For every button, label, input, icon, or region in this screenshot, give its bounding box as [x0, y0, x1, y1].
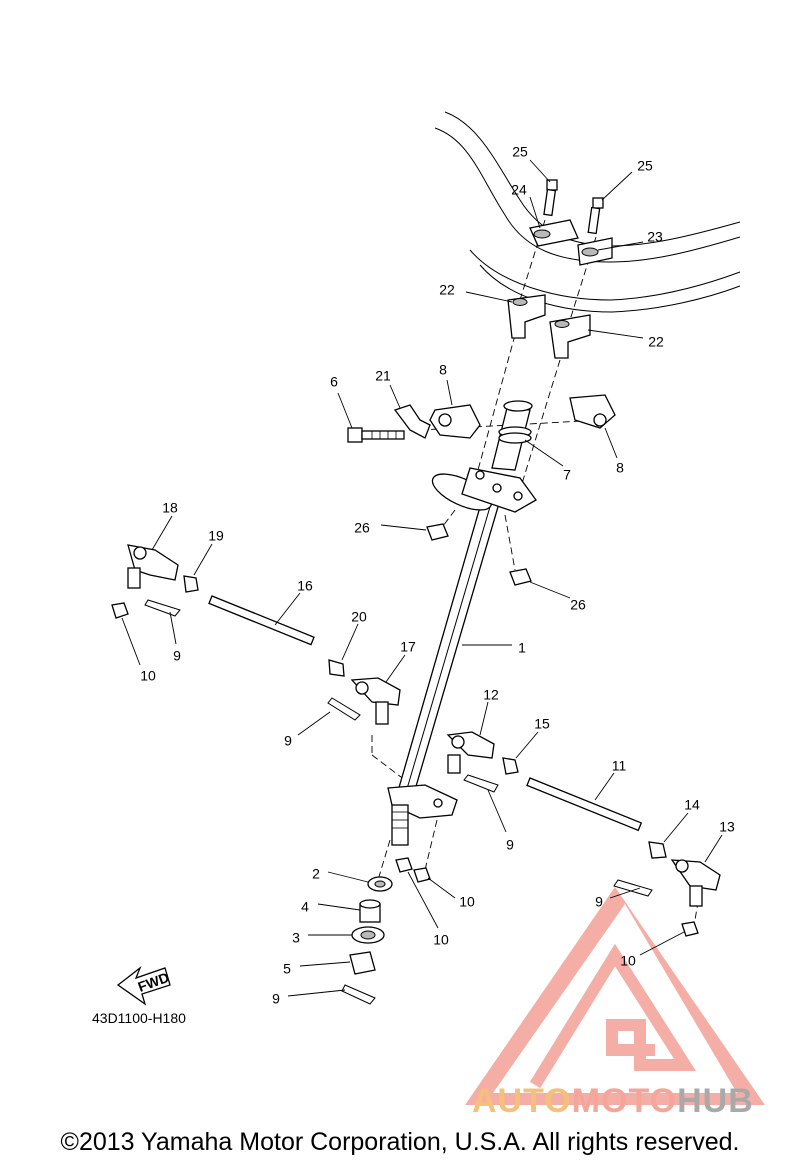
fwd-arrow-icon: FWD	[116, 966, 171, 1006]
leader-lines	[121, 159, 723, 997]
callout-5: 5	[283, 961, 291, 977]
callout-3: 3	[292, 930, 300, 946]
callout-21: 21	[375, 368, 391, 384]
callout-19: 19	[208, 528, 224, 544]
callout-7: 7	[563, 467, 571, 483]
callout-9: 9	[284, 733, 292, 749]
callout-10: 10	[459, 894, 475, 910]
flange-nuts	[426, 523, 532, 586]
callout-4: 4	[301, 899, 309, 915]
left-tie-rod	[111, 544, 345, 677]
right-tie-rod	[446, 731, 721, 937]
handlebar-holders	[507, 219, 613, 359]
callout-6: 6	[330, 374, 338, 390]
lower-hardware	[341, 857, 431, 1005]
shaft-clamps	[429, 394, 616, 439]
callout-1: 1	[518, 640, 526, 656]
callout-12: 12	[483, 687, 499, 703]
callout-26: 26	[354, 520, 370, 536]
shaft-upper	[491, 400, 533, 471]
callout-9: 9	[595, 894, 603, 910]
copyright-notice: ©2013 Yamaha Motor Corporation, U.S.A. A…	[60, 1128, 740, 1156]
callout-10: 10	[140, 668, 156, 684]
callout-17: 17	[400, 639, 416, 655]
callout-18: 18	[162, 500, 178, 516]
callout-10: 10	[433, 932, 449, 948]
callout-8: 8	[439, 362, 447, 378]
callout-26: 26	[570, 597, 586, 613]
callout-22: 22	[439, 282, 455, 298]
callout-15: 15	[534, 716, 550, 732]
callout-11: 11	[612, 758, 627, 774]
brand-auto: AUTO	[472, 1082, 572, 1120]
watermark-brand: AUTOMOTOHUB	[472, 1082, 754, 1121]
pitman-arm	[387, 784, 458, 846]
callout-10: 10	[620, 953, 636, 969]
callout-9: 9	[506, 837, 514, 853]
callout-13: 13	[719, 819, 735, 835]
callout-16: 16	[297, 578, 313, 594]
diagram-code: 43D1100-H180	[92, 1010, 186, 1026]
callout-9: 9	[272, 991, 280, 1007]
fwd-label: FWD	[136, 969, 171, 995]
column-plate	[431, 467, 537, 513]
handlebar	[434, 111, 741, 313]
handlebar-bolts	[543, 179, 604, 235]
brand-hub: HUB	[677, 1082, 754, 1120]
callout-2: 2	[312, 866, 320, 882]
brand-moto: MOTO	[571, 1082, 678, 1120]
watermark-logo	[465, 887, 765, 1105]
clamp-bolt	[347, 404, 431, 443]
callout-25: 25	[637, 158, 653, 174]
callout-24: 24	[511, 182, 527, 198]
callout-22: 22	[648, 334, 664, 350]
callout-14: 14	[684, 797, 700, 813]
tie-rod-end-17	[327, 677, 401, 725]
callout-8: 8	[616, 460, 624, 476]
callout-9: 9	[173, 648, 181, 664]
callout-25: 25	[512, 144, 528, 160]
callout-23: 23	[647, 229, 663, 245]
callout-20: 20	[351, 609, 367, 625]
